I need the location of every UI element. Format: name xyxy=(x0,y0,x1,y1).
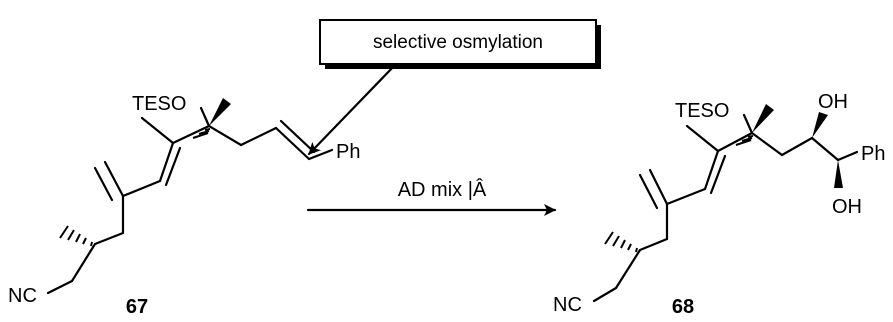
bond-nc-ch2-chain-68 xyxy=(592,237,669,303)
hash-methyl-stereocenter xyxy=(59,225,93,247)
bond-ch2-choh-68 xyxy=(780,136,814,157)
hash-quaternary xyxy=(192,128,211,139)
label-teso-67: TESO xyxy=(132,93,186,115)
callout-label: selective osmylation xyxy=(373,32,543,53)
label-ph-68: Ph xyxy=(861,143,885,165)
bond-to-quaternary-68 xyxy=(716,131,754,153)
hash-methyl-stereocenter-68 xyxy=(604,231,638,253)
bond-alkene-ph xyxy=(307,148,334,161)
bond-vinyl-methyl-68 xyxy=(685,124,720,153)
bond-diene-c3-c4-double-68 xyxy=(709,154,727,195)
bond-diene-c3-c4-double xyxy=(164,146,182,187)
reaction-conditions: AD mix |Â xyxy=(398,178,487,201)
bond-quaternary-ch2-68 xyxy=(750,131,784,157)
reaction-arrow-group: AD mix |Â xyxy=(306,178,557,216)
bond-exo-methylene-double-68 xyxy=(638,173,659,210)
callout: selective osmylation xyxy=(319,19,601,69)
product-68: TESO OH Ph OH NC 68 xyxy=(553,91,885,318)
wedge-oh-bottom-68 xyxy=(834,160,843,188)
label-ph-67: Ph xyxy=(336,141,360,163)
wedge-methyl-quaternary-68 xyxy=(752,104,774,133)
bond-alkene-double xyxy=(279,119,316,154)
bond-quaternary-oxygen xyxy=(199,106,211,128)
compound-id-67: 67 xyxy=(126,296,148,318)
compound-id-68: 68 xyxy=(672,296,694,318)
bond-diene-c2-c3 xyxy=(121,179,162,198)
bond-vinyl-methyl xyxy=(140,116,175,145)
callout-box xyxy=(319,19,597,65)
bond-ch2-alkene xyxy=(239,126,278,147)
label-nc-67: NC xyxy=(8,285,37,307)
reactant-67: TESO Ph NC 67 xyxy=(8,93,360,318)
bond-diene-c2-single xyxy=(103,160,125,198)
bond-diene-c3-c4-single xyxy=(158,141,175,183)
bond-choh-chph-68 xyxy=(810,136,840,162)
bond-diene-c3-c4-single-68 xyxy=(703,149,720,191)
bond-quaternary-oxygen-68 xyxy=(742,113,754,135)
label-oh-top-68: OH xyxy=(818,91,848,113)
label-teso-68: TESO xyxy=(675,100,729,122)
bond-exo-methylene-double xyxy=(93,166,114,202)
wedge-oh-top-68 xyxy=(812,112,828,138)
bond-chph-ph-68 xyxy=(836,150,859,162)
bond-nc-ch2-chain xyxy=(46,231,125,295)
wedge-methyl-quaternary xyxy=(209,98,231,126)
bond-to-quaternary xyxy=(171,124,211,145)
bond-diene-c2-c3-68 xyxy=(665,187,707,206)
hash-quaternary-68 xyxy=(735,135,754,146)
label-oh-bottom-68: OH xyxy=(832,196,862,218)
label-nc-68: NC xyxy=(553,294,582,316)
bond-diene-c2-single-68 xyxy=(648,168,669,206)
bond-alkene-single xyxy=(274,126,311,161)
callout-pointer-arrow xyxy=(307,62,398,156)
bond-quaternary-ch2 xyxy=(207,124,243,147)
